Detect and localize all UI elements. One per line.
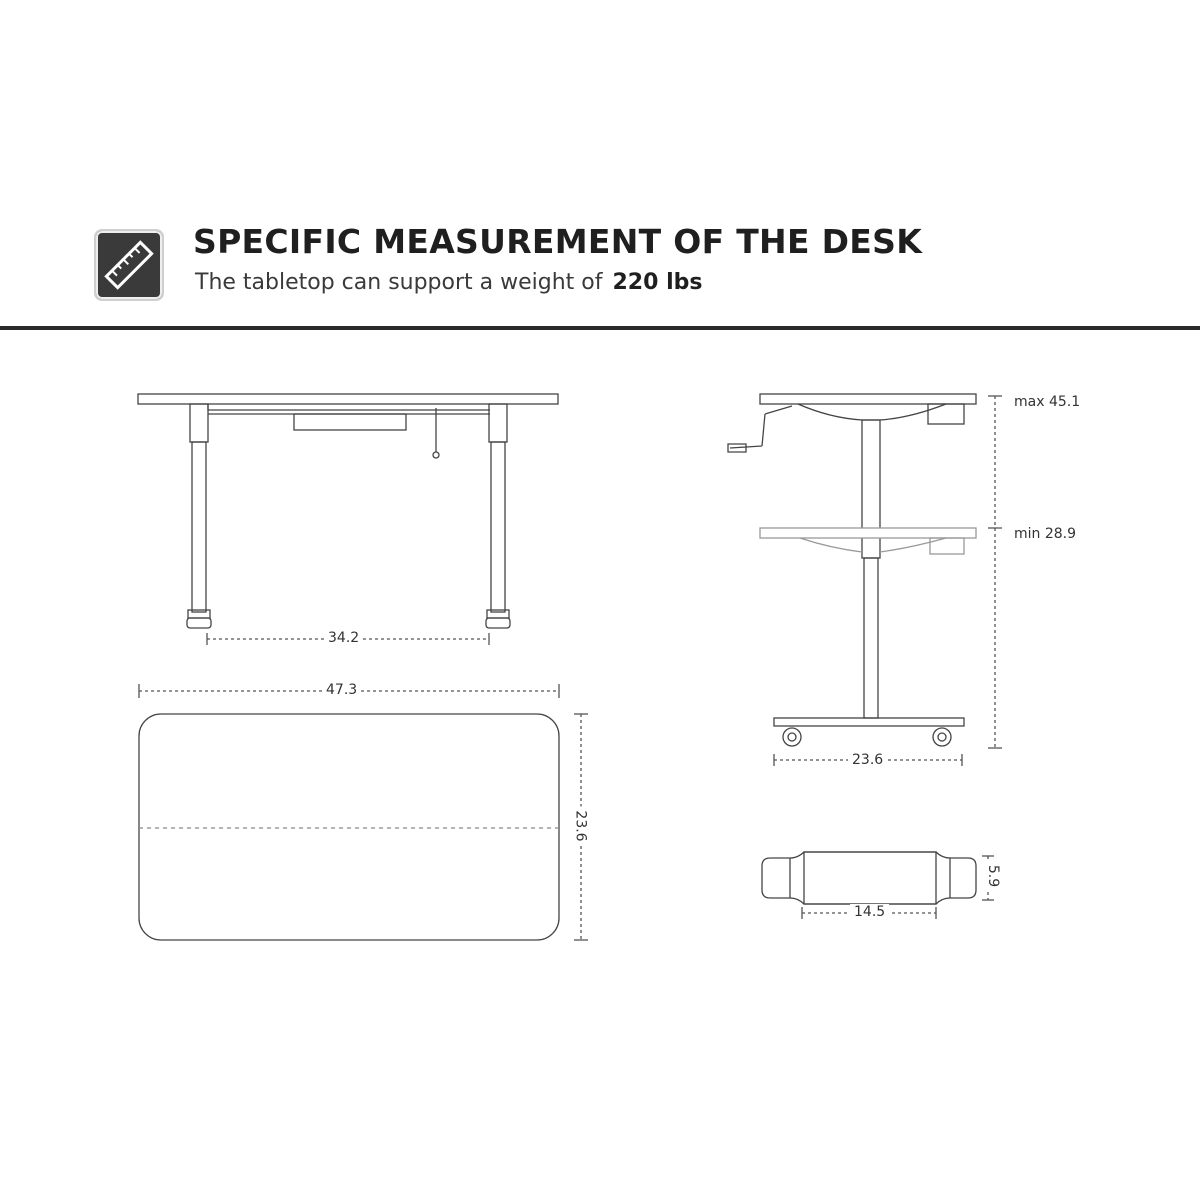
side-tabletop-min bbox=[759, 527, 977, 539]
side-caster-right bbox=[932, 727, 952, 747]
top-tabletop bbox=[138, 713, 560, 941]
page-title: SPECIFIC MEASUREMENT OF THE DESK bbox=[193, 222, 923, 261]
side-base bbox=[773, 717, 965, 727]
side-caster-left bbox=[782, 727, 802, 747]
label-desk-depth: 23.6 bbox=[572, 806, 589, 846]
label-foot-width: 14.5 bbox=[850, 904, 890, 920]
label-max-height: max 45.1 bbox=[1010, 394, 1085, 410]
dim-base-width bbox=[773, 754, 963, 766]
front-right-leg-upper bbox=[488, 403, 508, 443]
side-tabletop-max bbox=[759, 393, 977, 405]
front-tabletop bbox=[137, 393, 559, 405]
weight-capacity: 220 lbs bbox=[612, 270, 703, 295]
dim-height bbox=[988, 395, 1002, 749]
label-desk-width: 47.3 bbox=[322, 682, 362, 698]
page-subtitle: The tabletop can support a weight of 220 … bbox=[195, 270, 702, 295]
header-divider bbox=[0, 326, 1200, 330]
label-leg-spacing: 34.2 bbox=[324, 630, 364, 646]
side-view bbox=[727, 393, 977, 747]
front-right-caster bbox=[485, 617, 511, 629]
label-foot-height: 5.9 bbox=[985, 860, 1002, 892]
side-crank bbox=[727, 405, 793, 453]
front-left-leg-upper bbox=[189, 403, 209, 443]
top-view bbox=[138, 713, 560, 941]
dim-desk-depth bbox=[574, 713, 588, 941]
front-right-leg-lower bbox=[490, 441, 506, 613]
foot-outline bbox=[761, 851, 977, 905]
front-control-box bbox=[293, 413, 407, 431]
label-min-height: min 28.9 bbox=[1010, 526, 1081, 542]
front-left-caster bbox=[186, 617, 212, 629]
ruler-icon bbox=[94, 229, 164, 301]
front-left-leg-lower bbox=[191, 441, 207, 613]
foot-detail bbox=[761, 851, 977, 905]
subtitle-text: The tabletop can support a weight of bbox=[195, 270, 603, 295]
side-column-lower bbox=[863, 557, 879, 719]
label-base-width: 23.6 bbox=[848, 752, 888, 768]
front-view bbox=[137, 393, 559, 629]
